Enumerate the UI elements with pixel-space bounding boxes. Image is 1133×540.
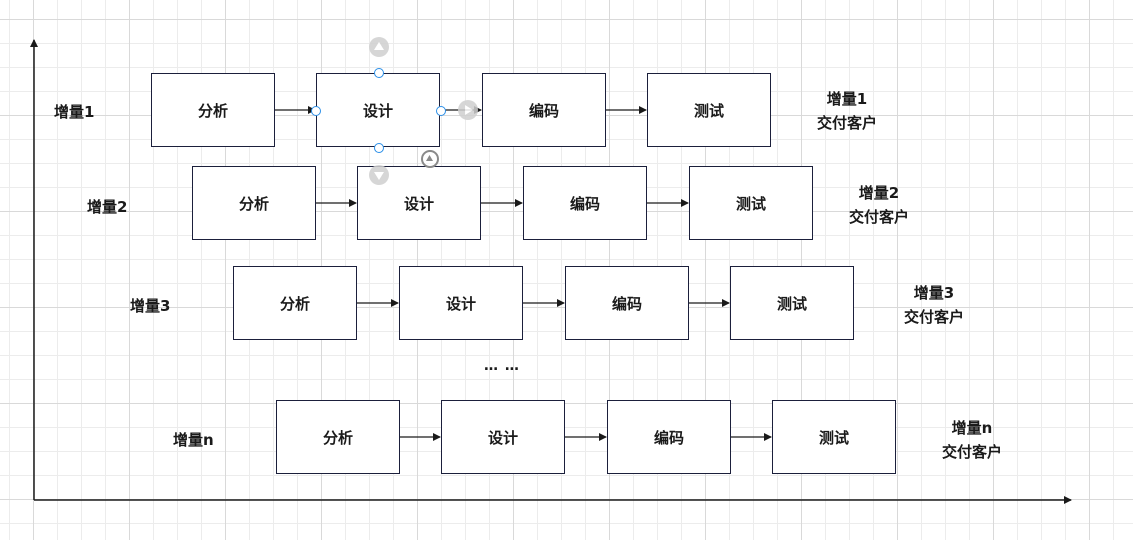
delivery-label-n: 增量n 交付客户 (927, 416, 1017, 464)
increment-label-n: 增量n (173, 431, 214, 449)
node-testing-3[interactable]: 测试 (730, 266, 854, 340)
node-analysis-3[interactable]: 分析 (233, 266, 357, 340)
increment-label-3: 增量3 (130, 297, 171, 315)
delivery-text: 交付客户 (816, 114, 877, 132)
connection-handle-bottom[interactable] (374, 143, 384, 153)
node-testing-2[interactable]: 测试 (689, 166, 813, 240)
ellipsis-text: … … (484, 358, 520, 374)
connection-handle-right[interactable] (436, 106, 446, 116)
delivery-increment: 增量1 (826, 90, 868, 108)
delivery-label-1: 增量1 交付客户 (802, 87, 892, 135)
clone-arrow-down-icon[interactable] (369, 165, 389, 185)
delivery-increment: 增量2 (858, 184, 900, 202)
node-coding-n[interactable]: 编码 (607, 400, 731, 474)
node-coding-1[interactable]: 编码 (482, 73, 606, 147)
node-testing-n[interactable]: 测试 (772, 400, 896, 474)
node-design-n[interactable]: 设计 (441, 400, 565, 474)
delivery-label-2: 增量2 交付客户 (834, 181, 924, 229)
delivery-increment: 增量3 (913, 284, 955, 302)
delivery-text: 交付客户 (848, 208, 909, 226)
delivery-text: 交付客户 (903, 308, 964, 326)
clone-arrow-right-icon[interactable] (458, 100, 478, 120)
clone-arrow-up-icon[interactable] (369, 37, 389, 57)
node-analysis-n[interactable]: 分析 (276, 400, 400, 474)
node-coding-2[interactable]: 编码 (523, 166, 647, 240)
node-design-1[interactable]: 设计 (316, 73, 440, 147)
increment-label-1: 增量1 (54, 103, 95, 121)
increment-label-2: 增量2 (87, 198, 128, 216)
connection-handle-top[interactable] (374, 68, 384, 78)
connection-handle-left[interactable] (311, 106, 321, 116)
delivery-text: 交付客户 (941, 443, 1002, 461)
node-analysis-1[interactable]: 分析 (151, 73, 275, 147)
delivery-label-3: 增量3 交付客户 (889, 281, 979, 329)
node-design-2[interactable]: 设计 (357, 166, 481, 240)
rotate-handle-icon[interactable] (421, 150, 439, 168)
node-analysis-2[interactable]: 分析 (192, 166, 316, 240)
delivery-increment: 增量n (951, 419, 993, 437)
node-coding-3[interactable]: 编码 (565, 266, 689, 340)
node-testing-1[interactable]: 测试 (647, 73, 771, 147)
node-design-3[interactable]: 设计 (399, 266, 523, 340)
